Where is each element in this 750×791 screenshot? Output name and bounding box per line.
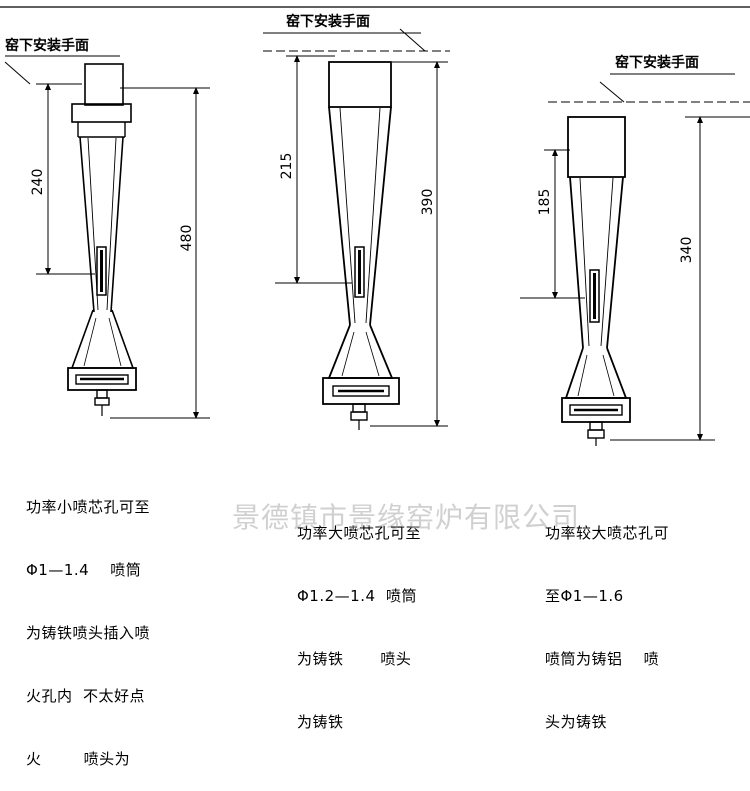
dim-short-3: 185 bbox=[537, 189, 553, 216]
kiln-label-1: 窑下安装手面 bbox=[5, 37, 89, 54]
caption-3-line: 喷筒为铸铝 喷 bbox=[545, 650, 660, 668]
caption-2-line: 为铸铁 喷头 bbox=[297, 650, 412, 668]
caption-3-line: 功率较大喷芯孔可 bbox=[545, 524, 670, 542]
watermark: 景德镇市景缘窑炉有限公司 bbox=[232, 501, 581, 534]
caption-1-line: 为铸铁喷头插入喷 bbox=[26, 624, 151, 642]
burner-diagram: 窑下安装手面 窑下安装手面 窑下安装手面 240 480 215 390 185… bbox=[0, 6, 750, 768]
caption-2-line: 为铸铁 bbox=[297, 713, 344, 731]
caption-2-line: Φ1.2—1.4 喷筒 bbox=[297, 587, 418, 605]
kiln-label-2: 窑下安装手面 bbox=[286, 13, 370, 30]
caption-3-line: 至Φ1—1.6 bbox=[545, 587, 624, 605]
kiln-label-3: 窑下安装手面 bbox=[615, 54, 699, 71]
dim-long-3: 340 bbox=[679, 237, 695, 264]
burner-3 bbox=[520, 73, 750, 446]
dim-short-2: 215 bbox=[279, 153, 295, 180]
caption-1-line: 火孔内 不太好点 bbox=[26, 687, 146, 705]
burner-2 bbox=[263, 28, 450, 430]
burner-1 bbox=[4, 55, 210, 419]
dim-long-1: 480 bbox=[179, 225, 195, 252]
burner-drawings: 窑下安装手面 窑下安装手面 窑下安装手面 240 480 215 390 185… bbox=[0, 6, 750, 446]
dim-long-2: 390 bbox=[420, 189, 436, 216]
caption-1-line: 功率小喷芯孔可至 bbox=[26, 498, 151, 516]
caption-1-line: Φ1—1.4 喷筒 bbox=[26, 561, 142, 579]
caption-1: 功率小喷芯孔可至 Φ1—1.4 喷筒 为铸铁喷头插入喷 火孔内 不太好点 火 喷… bbox=[26, 455, 150, 791]
caption-1-line: 火 喷头为 bbox=[26, 750, 131, 768]
dim-short-1: 240 bbox=[30, 169, 46, 196]
caption-2-line: 功率大喷芯孔可至 bbox=[297, 524, 422, 542]
caption-3-line: 头为铸铁 bbox=[545, 713, 608, 731]
